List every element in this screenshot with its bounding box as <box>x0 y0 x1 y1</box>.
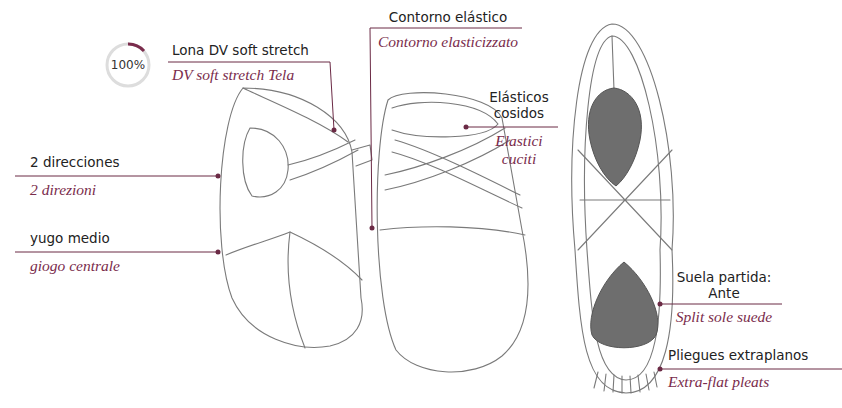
part-name-translation: Elastici cuciti <box>478 132 560 168</box>
part-name-translation: Contorno elasticizzato <box>374 33 522 51</box>
percent-value: 100% <box>111 58 145 72</box>
part-name: 2 direcciones <box>30 155 120 171</box>
part-name: Pliegues extraplanos <box>668 348 808 364</box>
leader-line <box>660 369 842 370</box>
leader-line <box>370 28 522 228</box>
left-shoe-seam <box>288 232 305 348</box>
part-name: yugo medio <box>30 231 110 247</box>
sole-heel-seam <box>612 36 614 90</box>
left-shoe-elastic-end <box>352 145 372 166</box>
part-name-translation: giogo centrale <box>30 257 120 275</box>
sole-outline <box>572 24 673 393</box>
leader-dot <box>658 367 663 372</box>
part-name: Elásticos cosidos <box>478 90 560 121</box>
middle-shoe-seam <box>380 227 525 235</box>
part-name-translation: Extra-flat pleats <box>668 373 769 391</box>
leader-dot <box>332 128 337 133</box>
leader-dot <box>216 174 221 179</box>
leader-line <box>15 176 218 177</box>
middle-shoe-opening <box>392 102 498 137</box>
leader-line <box>15 252 218 253</box>
sole-suede-heel <box>591 262 658 348</box>
part-name: Contorno elástico <box>374 10 522 26</box>
leader-dot <box>370 226 375 231</box>
percent-circle: 100% <box>106 43 150 87</box>
left-shoe-heel-patch <box>243 128 288 197</box>
left-shoe-outline <box>220 88 362 347</box>
part-name-translation: Split sole suede <box>664 308 784 326</box>
percent-ring <box>107 44 149 86</box>
leader-line <box>168 62 334 130</box>
leader-line <box>660 304 782 305</box>
sole-pleats <box>594 372 657 393</box>
percent-arc <box>128 44 144 51</box>
leader-dot <box>464 125 469 130</box>
part-name-translation: DV soft stretch Tela <box>172 66 294 84</box>
leader-dot <box>658 302 663 307</box>
left-shoe-yoke <box>226 232 362 280</box>
part-name: Lona DV soft stretch <box>172 43 309 59</box>
part-name: Suela partida: Ante <box>664 270 784 301</box>
left-shoe-elastic <box>288 140 358 180</box>
sole-inner-outline <box>585 36 662 380</box>
sole-suede-front <box>588 88 641 186</box>
leader-dot <box>216 250 221 255</box>
leader-line <box>466 127 558 128</box>
part-name-translation: 2 direzioni <box>30 181 96 199</box>
